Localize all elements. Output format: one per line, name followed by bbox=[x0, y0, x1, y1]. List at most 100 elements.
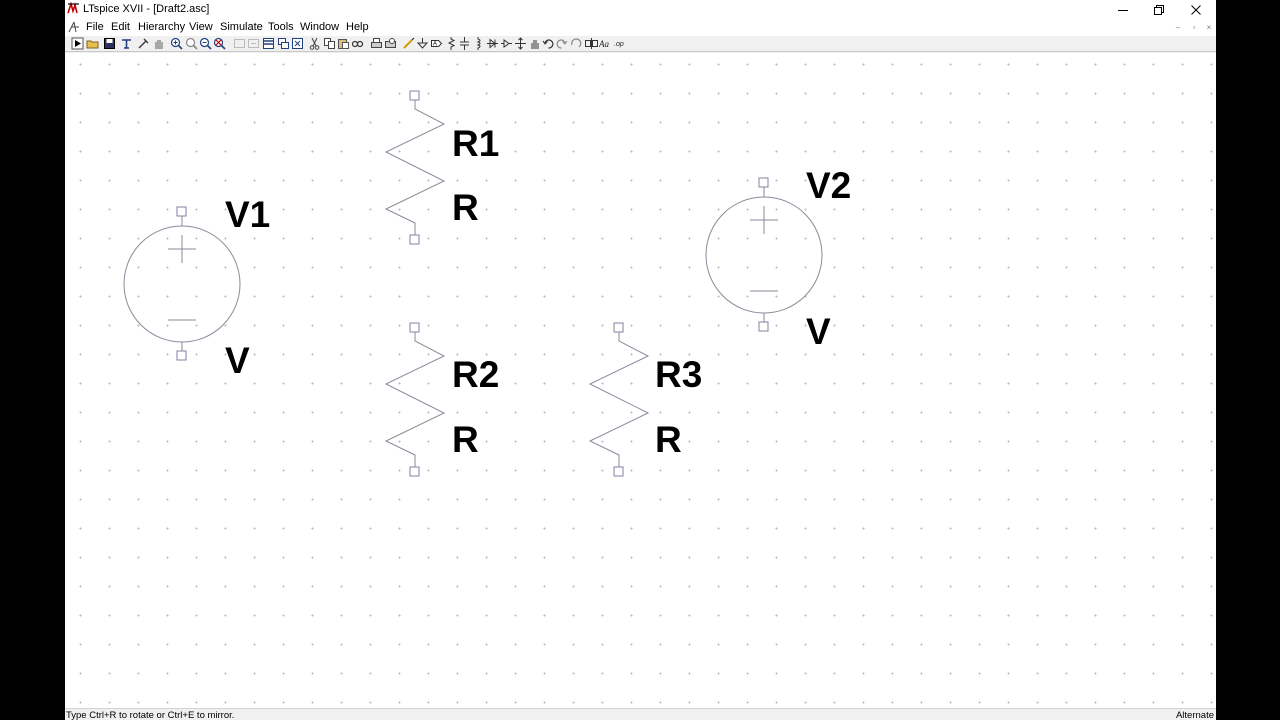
drag-button[interactable] bbox=[528, 37, 541, 50]
undo-button[interactable] bbox=[542, 37, 555, 50]
menu-help[interactable]: Help bbox=[346, 21, 369, 33]
mirror-button[interactable] bbox=[585, 37, 598, 50]
pin-v2-bottom[interactable] bbox=[758, 321, 769, 332]
menu-view[interactable]: View bbox=[189, 21, 213, 33]
print-preview-button[interactable] bbox=[384, 37, 397, 50]
doc-close-button[interactable]: × bbox=[1206, 22, 1212, 32]
text-button[interactable]: Aa bbox=[599, 37, 612, 50]
r3-value-label[interactable]: R bbox=[655, 419, 682, 460]
doc-restore-button[interactable]: ▫ bbox=[1192, 22, 1196, 32]
inductor-button[interactable] bbox=[472, 37, 485, 50]
capacitor-button[interactable] bbox=[458, 37, 471, 50]
zoom-area-button[interactable] bbox=[185, 37, 198, 50]
close-button[interactable] bbox=[1178, 0, 1214, 19]
find-button[interactable] bbox=[351, 37, 364, 50]
v2-value-label[interactable]: V bbox=[806, 311, 831, 352]
spice-directive-button[interactable]: .op bbox=[614, 37, 627, 50]
zoom-out-button[interactable] bbox=[199, 37, 212, 50]
control-panel-icon bbox=[122, 39, 131, 49]
cut-icon bbox=[309, 37, 320, 50]
v1-name-label[interactable]: V1 bbox=[225, 194, 270, 235]
pin-r3-bottom[interactable] bbox=[613, 466, 624, 477]
cut-button[interactable] bbox=[308, 37, 321, 50]
redo-button[interactable] bbox=[555, 37, 568, 50]
paste-button[interactable] bbox=[337, 37, 350, 50]
tile-vertical-icon bbox=[292, 38, 303, 49]
spice-directive-icon: .op bbox=[614, 41, 624, 48]
save-icon bbox=[104, 38, 115, 49]
schematic-canvas[interactable]: V1 V R1 R R2 R bbox=[65, 53, 1216, 708]
r3-name-label[interactable]: R3 bbox=[655, 354, 702, 395]
fit-button[interactable] bbox=[247, 37, 260, 50]
pin-r2-bottom[interactable] bbox=[409, 466, 420, 477]
restore-button[interactable] bbox=[1141, 0, 1177, 19]
tile-button[interactable] bbox=[262, 37, 275, 50]
document-system-icon[interactable] bbox=[67, 21, 81, 34]
ltspice-logo-icon bbox=[67, 2, 80, 15]
pin-r1-bottom[interactable] bbox=[409, 234, 420, 245]
status-message: Type Ctrl+R to rotate or Ctrl+E to mirro… bbox=[66, 710, 235, 720]
menu-file[interactable]: File bbox=[86, 21, 104, 33]
run-button[interactable] bbox=[71, 37, 84, 50]
probe-button[interactable] bbox=[137, 37, 150, 50]
voltage-source-v2[interactable]: V2 V bbox=[705, 165, 851, 352]
undo-icon bbox=[542, 39, 554, 49]
resistor-r2[interactable]: R2 R bbox=[384, 322, 499, 477]
mirror-icon bbox=[585, 38, 598, 49]
find-icon bbox=[351, 40, 364, 48]
zoom-in-icon bbox=[170, 37, 183, 50]
autorange-button[interactable] bbox=[233, 37, 246, 50]
pin-r1-top[interactable] bbox=[409, 90, 420, 101]
pin-r3-top[interactable] bbox=[613, 322, 624, 333]
resistor-r3[interactable]: R3 R bbox=[588, 322, 702, 477]
move-button[interactable] bbox=[514, 37, 527, 50]
rotate-button[interactable] bbox=[570, 37, 583, 50]
v2-name-label[interactable]: V2 bbox=[806, 165, 851, 206]
pin-v1-bottom[interactable] bbox=[176, 350, 187, 361]
menu-edit[interactable]: Edit bbox=[111, 21, 130, 33]
r2-zigzag bbox=[384, 332, 446, 467]
menu-window[interactable]: Window bbox=[300, 21, 340, 33]
label-net-icon: A bbox=[431, 40, 443, 48]
r3-zigzag bbox=[588, 332, 650, 467]
zoom-cancel-button[interactable] bbox=[213, 37, 226, 50]
move-icon bbox=[515, 37, 526, 50]
tile-vertical-button[interactable] bbox=[291, 37, 304, 50]
voltage-source-v1[interactable]: V1 V bbox=[123, 194, 270, 381]
copy-button[interactable] bbox=[323, 37, 336, 50]
resistor-r1[interactable]: R1 R bbox=[384, 90, 499, 245]
pan-button[interactable] bbox=[152, 37, 165, 50]
r2-name-label[interactable]: R2 bbox=[452, 354, 499, 395]
resistor-button[interactable] bbox=[445, 37, 458, 50]
menu-tools[interactable]: Tools bbox=[268, 21, 294, 33]
tile-icon bbox=[263, 38, 274, 49]
minimize-button[interactable] bbox=[1105, 0, 1141, 19]
svg-text:Aa: Aa bbox=[599, 39, 609, 49]
diode-button[interactable] bbox=[486, 37, 499, 50]
r2-value-label[interactable]: R bbox=[452, 419, 479, 460]
ground-icon bbox=[416, 38, 429, 49]
save-button[interactable] bbox=[103, 37, 116, 50]
doc-minimize-button[interactable]: – bbox=[1175, 22, 1181, 32]
r1-value-label[interactable]: R bbox=[452, 187, 479, 228]
window-title: LTspice XVII - [Draft2.asc] bbox=[83, 3, 210, 15]
pin-v2-top[interactable] bbox=[758, 177, 769, 188]
pin-r2-top[interactable] bbox=[409, 322, 420, 333]
control-panel-button[interactable] bbox=[120, 37, 133, 50]
open-button[interactable] bbox=[86, 37, 99, 50]
wire-button[interactable] bbox=[402, 37, 415, 50]
label-net-button[interactable]: A bbox=[430, 37, 443, 50]
v1-value-label[interactable]: V bbox=[225, 340, 250, 381]
menu-simulate[interactable]: Simulate bbox=[220, 21, 263, 33]
pin-v1-top[interactable] bbox=[176, 206, 187, 217]
ground-button[interactable] bbox=[416, 37, 429, 50]
cascade-button[interactable] bbox=[277, 37, 290, 50]
drag-icon bbox=[531, 40, 539, 49]
menu-hierarchy[interactable]: Hierarchy bbox=[138, 21, 186, 33]
text-icon: Aa bbox=[599, 39, 609, 49]
component-button[interactable] bbox=[500, 37, 513, 50]
zoom-in-button[interactable] bbox=[170, 37, 183, 50]
r1-name-label[interactable]: R1 bbox=[452, 123, 499, 164]
close-icon bbox=[1191, 4, 1201, 15]
print-button[interactable] bbox=[370, 37, 383, 50]
